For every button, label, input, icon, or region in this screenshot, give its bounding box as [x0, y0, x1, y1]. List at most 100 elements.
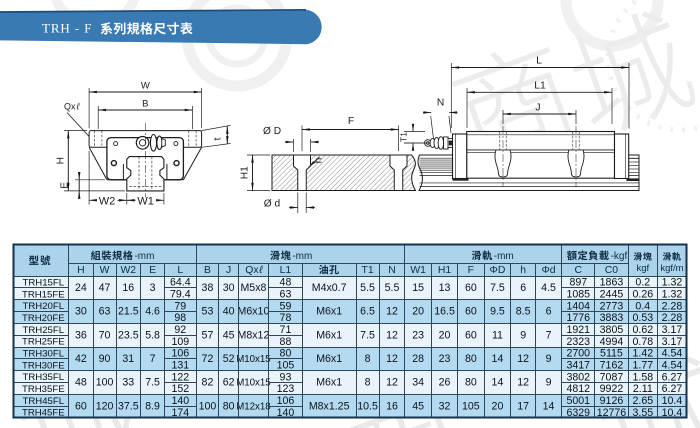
svg-text:10.4: 10.4 — [662, 407, 683, 419]
svg-text:7162: 7162 — [600, 359, 624, 371]
svg-text:5115: 5115 — [600, 348, 623, 360]
svg-text:9922: 9922 — [600, 383, 624, 395]
svg-text:1.77: 1.77 — [632, 359, 653, 371]
svg-text:28: 28 — [412, 353, 424, 365]
svg-text:N: N — [388, 265, 396, 276]
svg-text:J: J — [535, 103, 540, 114]
svg-text:60: 60 — [465, 306, 477, 318]
svg-text:7.5: 7.5 — [490, 282, 505, 294]
svg-text:60: 60 — [465, 329, 477, 341]
svg-text:174: 174 — [171, 407, 189, 419]
svg-text:3883: 3883 — [600, 312, 624, 324]
svg-text:42: 42 — [75, 353, 87, 365]
svg-text:Ø D: Ø D — [263, 126, 281, 137]
svg-text:131: 131 — [171, 359, 189, 371]
svg-text:6329: 6329 — [567, 407, 591, 419]
svg-text:1863: 1863 — [600, 277, 624, 289]
svg-text:8.9: 8.9 — [145, 400, 160, 412]
svg-text:40: 40 — [223, 306, 235, 318]
svg-text:ℓ: ℓ — [76, 102, 80, 112]
svg-text:31: 31 — [122, 353, 134, 365]
svg-text:53: 53 — [202, 306, 214, 318]
svg-text:14: 14 — [492, 353, 504, 365]
svg-text:W2: W2 — [121, 265, 137, 276]
svg-text:1921: 1921 — [567, 324, 591, 336]
svg-text:W: W — [100, 265, 110, 276]
svg-text:32: 32 — [439, 400, 451, 412]
svg-text:0.26: 0.26 — [632, 288, 653, 300]
svg-text:M5x8: M5x8 — [240, 282, 266, 294]
svg-text:t: t — [213, 137, 224, 140]
svg-text:1776: 1776 — [567, 312, 591, 324]
svg-text:TRH30FL: TRH30FL — [23, 349, 65, 360]
svg-text:3417: 3417 — [567, 359, 591, 371]
svg-text:7: 7 — [546, 329, 552, 341]
svg-text:E: E — [59, 182, 70, 189]
svg-text:H1: H1 — [438, 265, 452, 276]
svg-text:TRH25FE: TRH25FE — [22, 337, 65, 348]
svg-text:9: 9 — [546, 353, 552, 365]
svg-text:12776: 12776 — [597, 407, 627, 419]
svg-text:63: 63 — [280, 288, 292, 300]
svg-text:Qx: Qx — [245, 265, 259, 276]
svg-text:N: N — [437, 98, 444, 109]
svg-text:21.5: 21.5 — [118, 306, 139, 318]
svg-text:80: 80 — [280, 348, 292, 360]
svg-text:8: 8 — [365, 353, 371, 365]
svg-text:9126: 9126 — [600, 395, 624, 407]
svg-text:20: 20 — [412, 306, 424, 318]
svg-text:0.62: 0.62 — [632, 324, 653, 336]
svg-text:80: 80 — [465, 353, 477, 365]
svg-text:14: 14 — [492, 377, 504, 389]
svg-text:8.5: 8.5 — [516, 306, 531, 318]
svg-text:90: 90 — [99, 353, 111, 365]
svg-text:W1: W1 — [137, 196, 154, 208]
svg-text:16: 16 — [122, 282, 134, 294]
svg-text:0.78: 0.78 — [632, 336, 653, 348]
svg-text:M8x12: M8x12 — [238, 329, 270, 341]
svg-text:6: 6 — [546, 306, 552, 318]
svg-text:M6x1: M6x1 — [316, 377, 342, 389]
svg-text:TRH30FE: TRH30FE — [22, 360, 65, 371]
svg-text:2445: 2445 — [600, 288, 624, 300]
svg-text:W1: W1 — [410, 265, 426, 276]
svg-text:59: 59 — [280, 300, 292, 312]
svg-text:15: 15 — [412, 282, 424, 294]
svg-text:23: 23 — [412, 329, 424, 341]
svg-text:30: 30 — [75, 306, 87, 318]
svg-text:2323: 2323 — [567, 336, 591, 348]
svg-text:F: F — [468, 265, 474, 276]
svg-text:12: 12 — [386, 377, 398, 389]
svg-text:4.54: 4.54 — [662, 348, 683, 360]
svg-text:2.11: 2.11 — [633, 383, 653, 395]
svg-text:T1: T1 — [361, 265, 373, 276]
svg-text:16: 16 — [386, 400, 398, 412]
svg-text:h: h — [520, 265, 526, 276]
svg-text:6.27: 6.27 — [662, 383, 683, 395]
svg-text:6.5: 6.5 — [360, 306, 375, 318]
svg-text:60: 60 — [75, 400, 87, 412]
svg-text:8: 8 — [365, 377, 371, 389]
svg-text:80: 80 — [465, 377, 477, 389]
svg-text:M6x1: M6x1 — [316, 306, 342, 318]
svg-text:C: C — [575, 265, 583, 276]
svg-text:-mm: -mm — [292, 251, 312, 262]
svg-text:TRH - F: TRH - F — [42, 21, 92, 36]
svg-text:6: 6 — [520, 282, 526, 294]
svg-text:W2: W2 — [99, 196, 116, 208]
svg-text:5001: 5001 — [567, 395, 591, 407]
svg-text:12: 12 — [386, 329, 398, 341]
svg-text:4.5: 4.5 — [541, 282, 556, 294]
svg-text:11: 11 — [492, 329, 503, 341]
svg-text:1.32: 1.32 — [662, 277, 683, 289]
svg-text:7: 7 — [150, 353, 156, 365]
svg-text:60: 60 — [465, 282, 477, 294]
svg-text:34: 34 — [412, 377, 424, 389]
svg-text:16.5: 16.5 — [434, 306, 455, 318]
svg-text:2.65: 2.65 — [632, 395, 653, 407]
svg-text:57: 57 — [202, 329, 214, 341]
svg-text:36: 36 — [75, 329, 87, 341]
svg-text:9: 9 — [520, 329, 526, 341]
svg-text:45: 45 — [412, 400, 424, 412]
svg-text:72: 72 — [202, 353, 214, 365]
